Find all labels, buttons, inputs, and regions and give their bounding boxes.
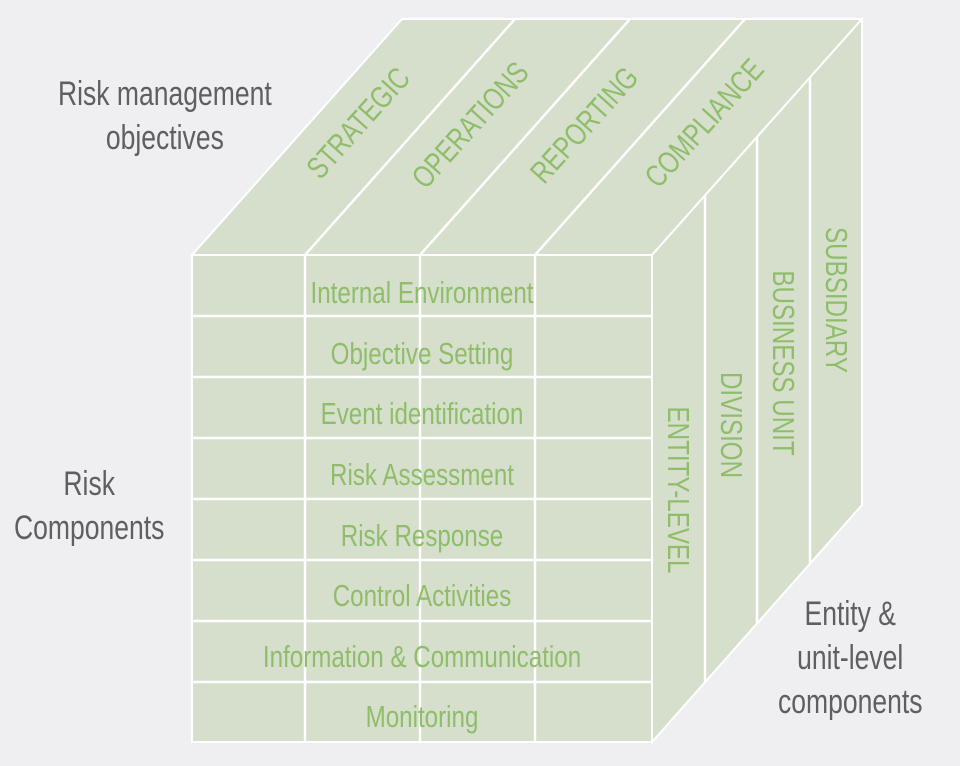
- entity-division: DIVISION: [714, 372, 749, 478]
- component-information-communication: Information & Communication: [263, 639, 581, 674]
- component-risk-assessment: Risk Assessment: [330, 457, 514, 492]
- component-internal-environment: Internal Environment: [311, 275, 534, 310]
- risk-components-label: Risk Components: [14, 462, 164, 550]
- entity-components-label-line-1: Entity &: [804, 595, 896, 633]
- entity-components-label-line-3: components: [778, 683, 923, 721]
- entity-labels: ENTITY-LEVEL DIVISION BUSINESS UNIT SUBS…: [661, 227, 854, 573]
- entity-business-unit: BUSINESS UNIT: [766, 270, 801, 455]
- front-face-dividers: [192, 255, 652, 742]
- entity-components-label-line-2: unit-level: [797, 639, 904, 677]
- risk-components-label-line-2: Components: [14, 509, 165, 547]
- risk-components-label-line-1: Risk: [63, 465, 115, 503]
- component-control-activities: Control Activities: [333, 578, 512, 613]
- component-monitoring: Monitoring: [366, 699, 479, 734]
- top-divider-1: [304, 18, 516, 256]
- component-labels: Internal Environment Objective Setting E…: [263, 275, 581, 734]
- top-face-dividers: [304, 18, 746, 256]
- entity-subsidiary: SUBSIDIARY: [819, 227, 854, 373]
- entity-components-label: Entity & unit-level components: [778, 592, 922, 724]
- component-risk-response: Risk Response: [341, 518, 504, 553]
- side-face-dividers: [703, 78, 812, 682]
- risk-objectives-label: Risk management objectives: [58, 72, 272, 160]
- entity-level: ENTITY-LEVEL: [661, 407, 696, 574]
- risk-objectives-label-line-2: objectives: [105, 119, 224, 157]
- top-divider-2: [419, 18, 631, 256]
- component-event-identification: Event identification: [321, 396, 524, 431]
- component-objective-setting: Objective Setting: [331, 336, 514, 371]
- risk-objectives-label-line-1: Risk management: [58, 75, 272, 113]
- top-divider-3: [534, 18, 746, 256]
